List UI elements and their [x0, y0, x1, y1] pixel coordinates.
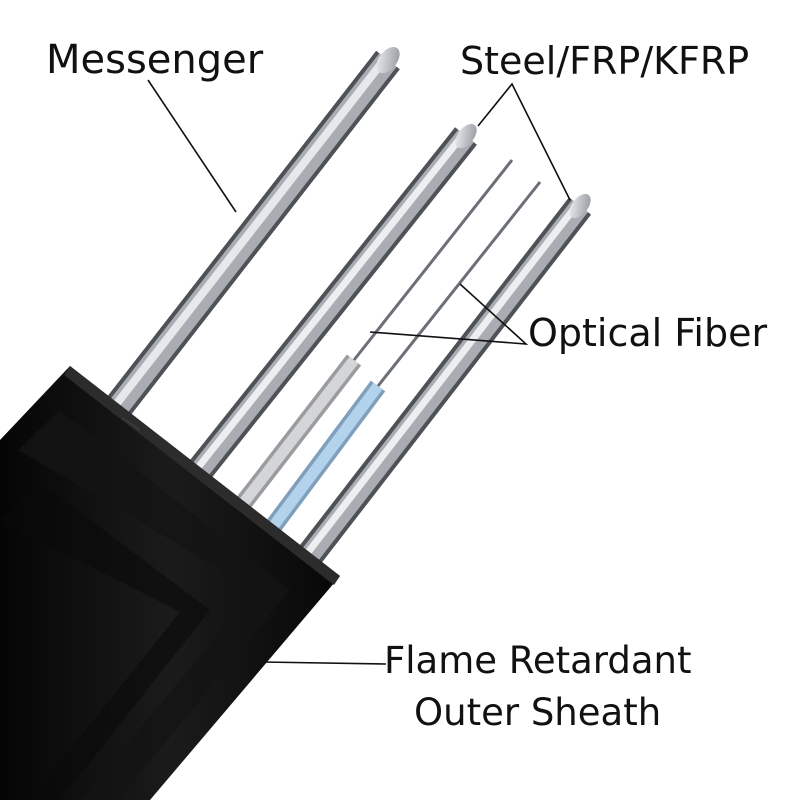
outer-sheath: [0, 366, 340, 800]
fiber-leader: [369, 283, 529, 345]
steel-leader: [477, 82, 571, 201]
sheath-label-line1: Flame Retardant: [384, 639, 692, 682]
optical-fiber-label: Optical Fiber: [528, 311, 768, 355]
optical-fiber-blue: [264, 181, 542, 534]
leader-lines: [147, 79, 571, 665]
messenger-wire: [96, 46, 400, 430]
optical-fiber-grey: [230, 159, 514, 516]
messenger-leader: [147, 79, 237, 213]
sheath-label-line2: Outer Sheath: [414, 691, 662, 734]
strength-member-left: [189, 123, 477, 479]
strength-member-right: [298, 193, 592, 564]
steel-frp-kfrp-label: Steel/FRP/KFRP: [460, 39, 750, 83]
messenger-label: Messenger: [46, 37, 264, 83]
sheath-leader: [261, 661, 387, 665]
